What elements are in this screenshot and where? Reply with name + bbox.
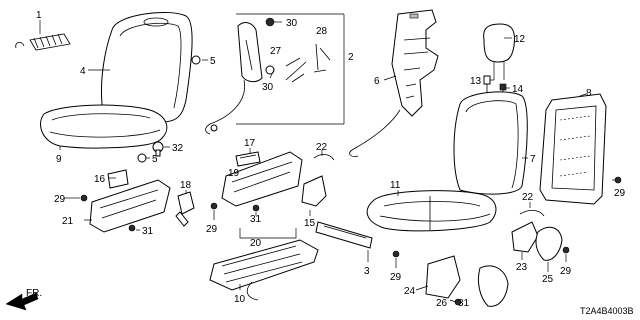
callout-16: 16	[94, 174, 106, 185]
grommet-part	[191, 55, 201, 65]
callout-1: 1	[36, 10, 42, 21]
callout-14: 14	[512, 84, 524, 95]
back-heater-pad	[349, 9, 439, 157]
headrest-part	[483, 23, 515, 80]
front-direction-arrow: FR.	[5, 288, 42, 311]
grommet-part	[137, 153, 147, 163]
group-bracket-20	[239, 228, 297, 239]
seat-back-frame	[539, 93, 607, 205]
cushion-heater-pad	[209, 239, 319, 301]
cover-25	[535, 226, 563, 261]
callout-6: 6	[374, 76, 380, 87]
callout-28: 28	[316, 26, 328, 37]
bracket-15	[301, 175, 327, 207]
screw-31	[128, 224, 136, 232]
callout-26: 26	[436, 298, 448, 309]
screw-29	[392, 250, 400, 258]
diagram-code: T2A4B4003B	[580, 306, 634, 316]
callout-30-a: 30	[286, 18, 298, 29]
callout-9: 9	[56, 154, 62, 165]
right-seat-cushion	[366, 190, 497, 232]
callout-31-a: 31	[142, 226, 154, 237]
leader-lines	[39, 20, 616, 303]
callout-24: 24	[404, 286, 416, 297]
callout-25: 25	[542, 274, 554, 285]
right-seat-back	[453, 91, 528, 195]
trim-cap-17	[235, 151, 261, 167]
callout-29-d: 29	[560, 266, 572, 277]
callout-17: 17	[244, 138, 256, 149]
callout-29-a: 29	[54, 194, 66, 205]
callout-5-upper: 5	[210, 56, 216, 67]
clip-kit-part	[15, 33, 71, 51]
knob-part	[152, 141, 164, 157]
callout-31-b: 31	[250, 214, 262, 225]
callout-11: 11	[390, 180, 401, 191]
side-cover-19	[221, 151, 303, 207]
cover-26	[477, 265, 509, 307]
callout-22-right: 22	[522, 192, 534, 203]
callout-22-upper: 22	[316, 142, 328, 153]
callout-32: 32	[172, 143, 184, 154]
front-direction-label: FR.	[26, 288, 42, 299]
wire-part-27	[285, 57, 307, 83]
screw-29	[210, 202, 218, 210]
callout-8: 8	[586, 88, 592, 99]
screw-29	[80, 194, 88, 202]
callout-29-e: 29	[614, 188, 626, 199]
side-cover-21	[89, 179, 171, 233]
cushion-bar-part	[315, 221, 373, 249]
callout-18: 18	[180, 180, 192, 191]
callout-19: 19	[228, 168, 240, 179]
left-seat-back	[101, 11, 193, 123]
callout-3: 3	[364, 266, 370, 277]
callout-10: 10	[234, 294, 246, 305]
wire-part-28	[313, 43, 331, 73]
callout-2: 2	[348, 52, 354, 63]
screw-31	[252, 204, 260, 212]
bracket-24	[425, 255, 461, 299]
callout-29-c: 29	[390, 272, 402, 283]
callout-15: 15	[304, 218, 316, 229]
clip-22-right	[519, 210, 545, 217]
callout-13: 13	[470, 76, 482, 87]
callout-30-b: 30	[262, 82, 274, 93]
callout-21: 21	[62, 216, 74, 227]
callout-12: 12	[514, 34, 526, 45]
side-frame-group	[205, 13, 345, 135]
screw-29	[562, 246, 570, 254]
trim-cap-16	[107, 169, 129, 189]
callout-7: 7	[530, 154, 536, 165]
callout-31-c: 31	[458, 298, 470, 309]
cover-23	[511, 221, 539, 253]
knob-18	[175, 191, 195, 227]
left-seat-cushion	[40, 104, 168, 149]
callout-29-b: 29	[206, 224, 218, 235]
clip-22-top	[313, 154, 335, 161]
callout-4: 4	[80, 66, 86, 77]
callout-27: 27	[270, 46, 282, 57]
callout-20: 20	[250, 238, 262, 249]
callout-23: 23	[516, 262, 528, 273]
callout-5-lower: 5	[152, 154, 158, 165]
